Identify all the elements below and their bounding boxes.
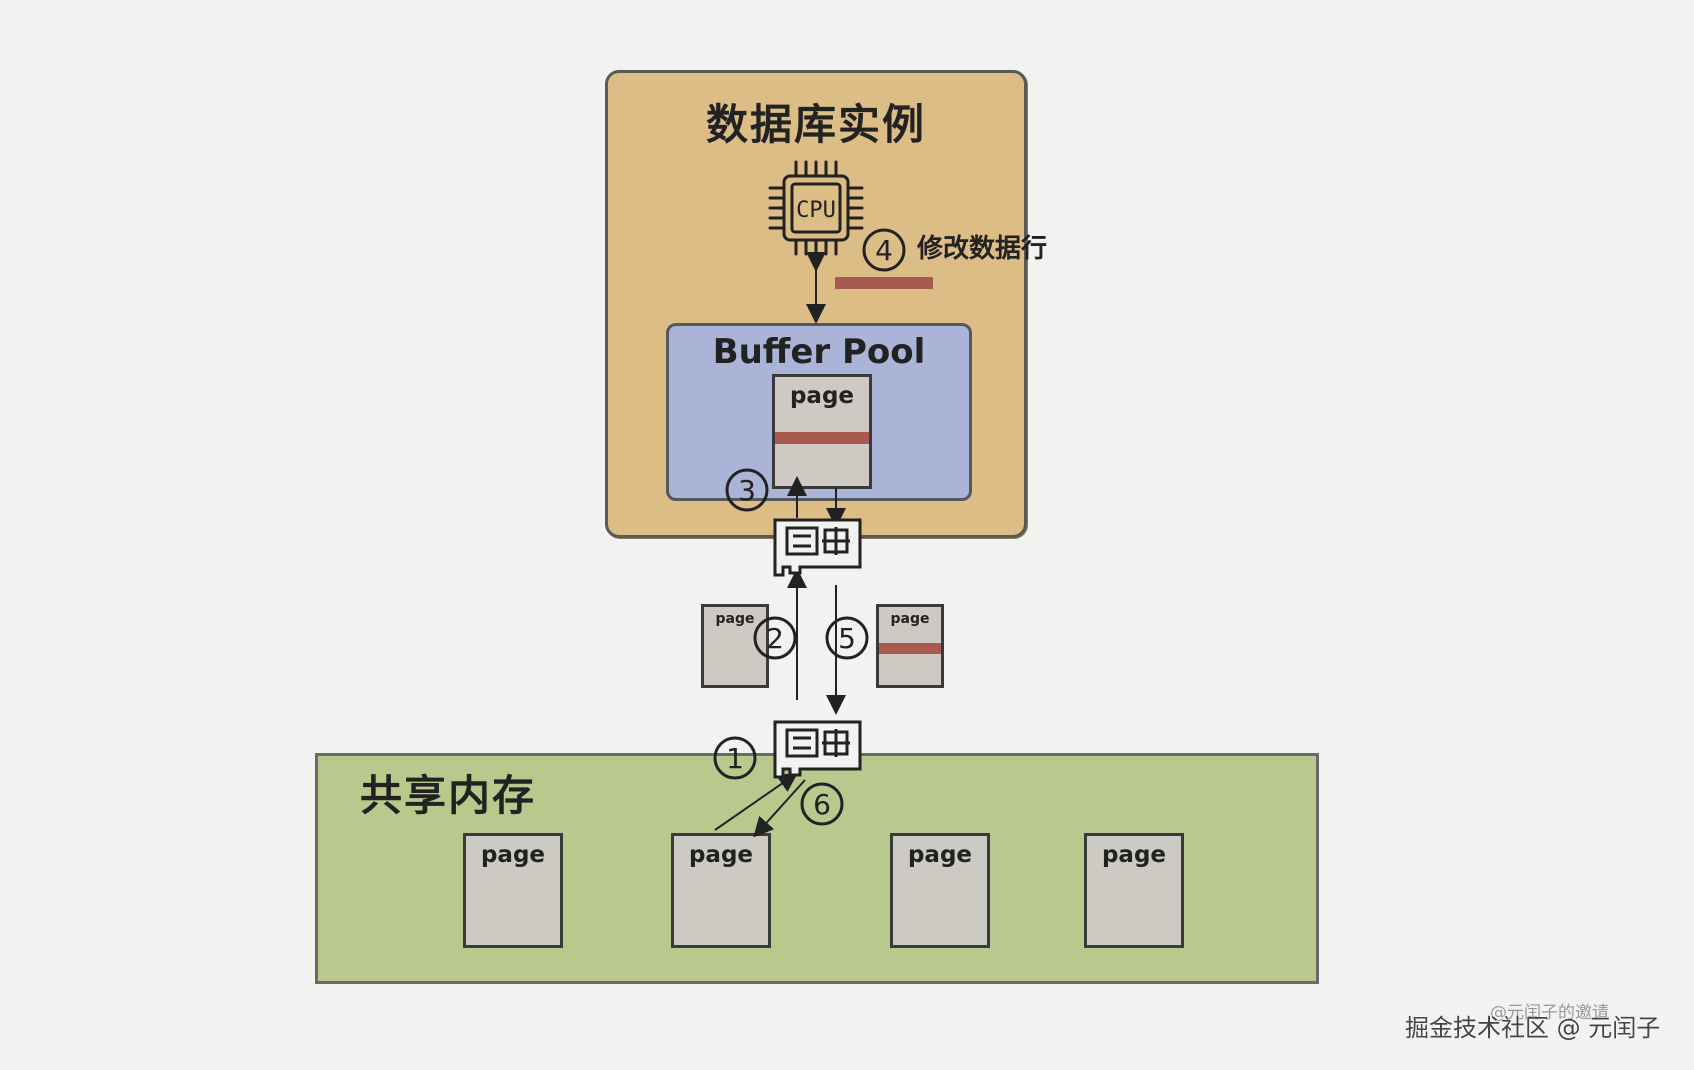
step5-circle [825,616,869,660]
step4-circle [862,228,906,272]
step6-circle [800,782,844,826]
watermark: 掘金技术社区 @ 元闰子 [1405,1014,1661,1042]
step6-number: 6 [813,788,831,821]
shared-page-1-label: page [480,842,546,868]
network-card-lower-icon [773,720,862,779]
shared-page-2: page [671,833,771,948]
network-card-upper-icon [773,518,862,577]
shared-memory-title: 共享内存 [360,771,537,820]
buffer-pool-page-label: page [789,383,855,409]
shared-page-4-label: page [1101,842,1167,868]
buffer-pool-box: Buffer Pool page [666,323,972,501]
transfer-page-left-label: page [715,611,755,627]
arrow-step1 [714,772,799,831]
transfer-page-right-label: page [890,611,930,627]
step2-circle [753,616,797,660]
transfer-page-right: page [876,604,944,688]
step3-number: 3 [738,474,756,507]
cpu-label: CPU [796,198,836,223]
shared-page-4: page [1084,833,1184,948]
step1-number: 1 [726,742,744,775]
cpu-icon: CPU [766,158,866,258]
step2-number: 2 [766,622,784,655]
modified-row-indicator [835,277,933,289]
shared-page-1: page [463,833,563,948]
step4-number: 4 [875,234,893,267]
transfer-modified-row-bar [879,643,941,654]
step3-circle [725,468,769,512]
arrow-step6 [753,779,806,838]
shared-page-3-label: page [907,842,973,868]
shared-page-2-label: page [688,842,754,868]
modified-row-bar [775,432,869,444]
buffer-pool-title: Buffer Pool [712,332,926,372]
database-instance-title: 数据库实例 [705,100,926,149]
step5-number: 5 [838,622,856,655]
shared-memory-box: 共享内存 page page page page [315,753,1319,984]
step4-label: 修改数据行 [917,234,1048,264]
buffer-pool-page: page [772,374,872,489]
shared-page-3: page [890,833,990,948]
watermark-faint: @元闰子的邀请 [1490,1003,1609,1023]
step1-circle [713,736,757,780]
database-instance-box: 数据库实例 Buffer Pool page [605,70,1027,538]
